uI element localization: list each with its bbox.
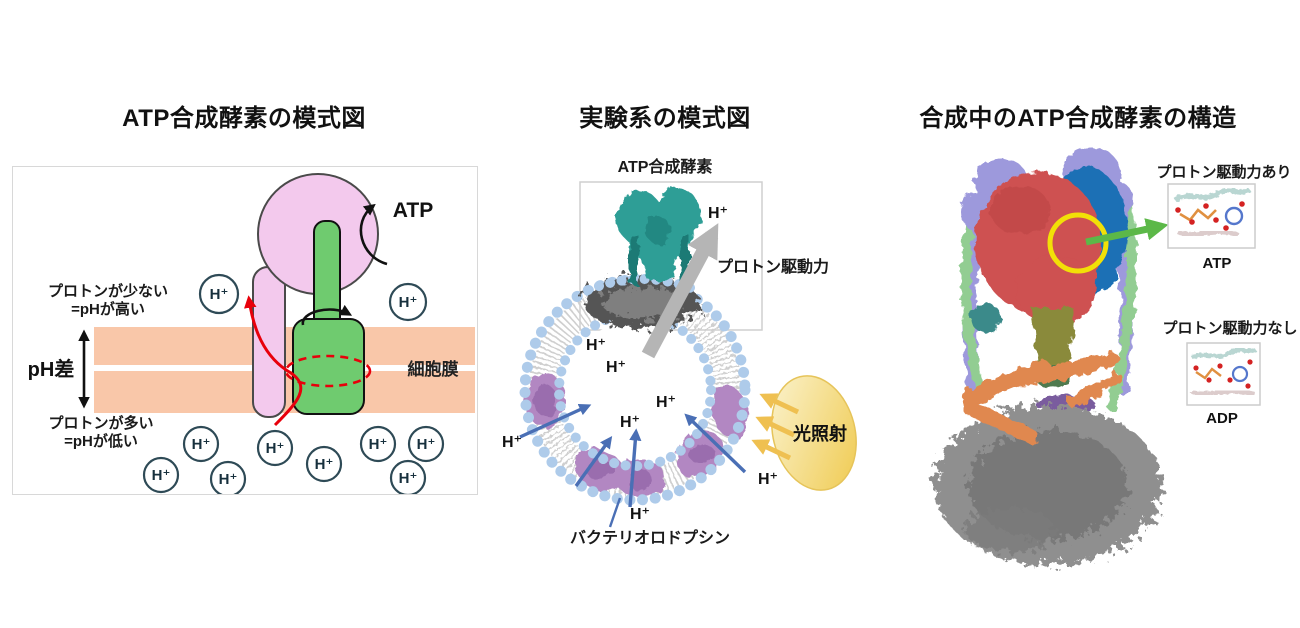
proton-motive-force-arrow — [641, 223, 719, 359]
proton-flow-arrow — [244, 295, 303, 427]
panel-title-structure: 合成中のATP合成酵素の構造 — [919, 105, 1237, 132]
svg-text:H⁺: H⁺ — [399, 470, 418, 487]
atp-density-art — [1173, 187, 1252, 238]
rotation-arrow — [301, 304, 353, 326]
panel-title-schematic: ATP合成酵素の模式図 — [122, 105, 366, 132]
atp-synthase-peripheral-stalk — [252, 266, 286, 418]
structure-drawing: プロトン駆動力あり ATP プロトン駆動力なし ADP — [934, 147, 1298, 565]
proton-few-label-2: =pHが高い — [71, 300, 145, 318]
epsilon-orange-arms — [962, 352, 1122, 444]
proton-circles — [142, 273, 445, 494]
proton-motive-force-label: プロトン駆動力 — [717, 257, 829, 276]
panel-schematic: ATP プロトンが少ない =pHが高い pH差 プロトンが多い =pHが低い 細… — [12, 166, 478, 495]
light-arrows — [751, 393, 800, 461]
schematic-drawing: ATP プロトンが少ない =pHが高い pH差 プロトンが多い =pHが低い 細… — [28, 173, 475, 494]
inset-pointer-arrow — [1085, 218, 1169, 246]
proton-circle-labels: H⁺ H⁺ H⁺ H⁺ H⁺ H⁺ H⁺ H⁺ H⁺ H⁺ — [152, 286, 436, 488]
atp-molecule-label: ATP — [1203, 255, 1232, 272]
light-irradiation-label: 光照射 — [792, 423, 847, 444]
h-plus-top: H⁺ — [708, 205, 728, 222]
h-plus-labels: H⁺ H⁺ H⁺ H⁺ H⁺ H⁺ H⁺ — [502, 337, 778, 523]
alpha-subunit-red-head — [975, 172, 1101, 325]
atp-synthase-density — [617, 188, 701, 285]
atp-synthase-box — [579, 181, 763, 331]
panel-structure: プロトン駆動力あり ATP プロトン駆動力なし ADP — [860, 140, 1300, 620]
inset-with-pmf-label: プロトン駆動力あり — [1156, 163, 1291, 181]
inner-leaflet-beads — [554, 309, 716, 471]
micelle-gray-dome — [934, 405, 1162, 565]
svg-text:H⁺: H⁺ — [152, 467, 171, 484]
catalytic-site-circle — [1047, 212, 1109, 274]
atp-synthase-fo-motor — [292, 318, 365, 415]
proton-many-label-2: =pHが低い — [64, 432, 138, 450]
svg-text:H⁺: H⁺ — [266, 440, 285, 457]
svg-text:H⁺: H⁺ — [606, 359, 626, 376]
svg-text:H⁺: H⁺ — [586, 337, 606, 354]
ph-difference-label: pH差 — [28, 357, 75, 381]
atp-synthase-label: ATP合成酵素 — [618, 157, 713, 176]
inset-without-pmf-label: プロトン駆動力なし — [1162, 319, 1297, 337]
bacteriorhodopsin-label: バクテリオロドプシン — [570, 528, 730, 547]
proton-few-label-1: プロトンが少ない — [48, 282, 168, 300]
proton-many-label-1: プロトンが多い — [48, 414, 153, 432]
experiment-drawing: ATP合成酵素 H⁺ プロトン駆動力 — [502, 157, 857, 547]
atp-release-arrow — [359, 203, 388, 266]
br-leader-line — [608, 497, 622, 528]
teal-subunit — [970, 304, 1002, 332]
svg-text:H⁺: H⁺ — [210, 286, 229, 303]
svg-text:H⁺: H⁺ — [630, 506, 650, 523]
svg-text:H⁺: H⁺ — [219, 471, 238, 488]
inset-with-pmf: プロトン駆動力あり ATP — [1156, 163, 1291, 272]
light-irradiation: 光照射 — [751, 375, 857, 491]
svg-text:H⁺: H⁺ — [399, 294, 418, 311]
svg-text:H⁺: H⁺ — [620, 414, 640, 431]
panel-experiment: ATP合成酵素 H⁺ プロトン駆動力 — [490, 140, 880, 580]
svg-text:H⁺: H⁺ — [656, 394, 676, 411]
inset-without-pmf: プロトン駆動力なし ADP — [1162, 319, 1297, 427]
proton-pump-arrows — [519, 403, 747, 508]
adp-molecule-label: ADP — [1206, 410, 1238, 427]
svg-text:H⁺: H⁺ — [192, 436, 211, 453]
svg-text:H⁺: H⁺ — [315, 456, 334, 473]
liposome-interior — [566, 321, 704, 459]
adp-density-art — [1190, 347, 1258, 397]
rotor-rotation-dashed-ellipse — [284, 354, 372, 388]
panel-title-experiment: 実験系の模式図 — [579, 105, 751, 132]
atp-label: ATP — [393, 199, 433, 222]
svg-text:H⁺: H⁺ — [758, 471, 778, 488]
svg-text:H⁺: H⁺ — [369, 436, 388, 453]
svg-text:H⁺: H⁺ — [502, 434, 522, 451]
membrane-label: 細胞膜 — [408, 359, 459, 379]
svg-text:H⁺: H⁺ — [417, 436, 436, 453]
